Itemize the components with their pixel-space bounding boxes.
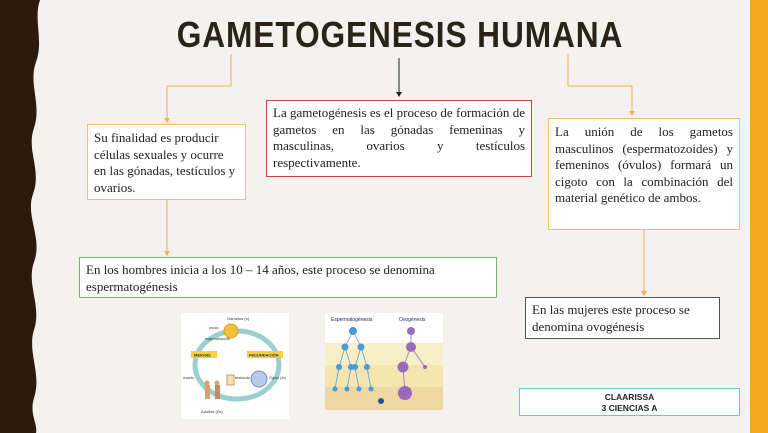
tree-label-ovogenesis: Ovogénesis: [399, 317, 426, 323]
slide-title: GAMETOGENESIS HUMANA: [176, 14, 624, 55]
box-mujeres: En las mujeres este proceso se denomina …: [525, 297, 720, 339]
cycle-label-ovulo: óvulo: [209, 325, 219, 330]
life-cycle-figure: Gametos (n) óvulo espermatozoide MEIOSIS…: [181, 313, 289, 419]
box-hombres: En los hombres inicia a los 10 – 14 años…: [79, 257, 497, 298]
cycle-label-cigoto: Cigoto (2n): [269, 376, 286, 380]
box-hombres-text: En los hombres inicia a los 10 – 14 años…: [86, 262, 435, 294]
decorative-left-edge: [0, 0, 40, 433]
box-union-text: La unión de los gametos masculinos (espe…: [555, 124, 733, 205]
cycle-label-meiosis: MEIOSIS: [194, 353, 211, 358]
life-cycle-diagram: Gametos (n) óvulo espermatozoide MEIOSIS…: [183, 316, 286, 414]
gametogenesis-tree-diagram: Espermatogénesis Ovogénesis: [325, 313, 443, 410]
box-finalidad: Su finalidad es producir células sexuale…: [87, 124, 246, 200]
box-definicion-text: La gametogénesis es el proceso de formac…: [273, 105, 525, 170]
cycle-label-testiculo: testículo: [235, 375, 251, 380]
box-definicion: La gametogénesis es el proceso de formac…: [266, 100, 532, 177]
author-credit: CLAARISSA 3 CIENCIAS A: [519, 388, 740, 416]
box-union: La unión de los gametos masculinos (espe…: [548, 118, 740, 230]
cycle-label-gametos: Gametos (n): [227, 316, 250, 321]
cycle-label-adultos: Adultos (2n): [201, 409, 223, 414]
box-finalidad-text: Su finalidad es producir células sexuale…: [94, 130, 236, 195]
accent-bar-right: [750, 0, 768, 433]
author-group: 3 CIENCIAS A: [601, 403, 658, 413]
cycle-label-ovario: ovario: [183, 375, 195, 380]
box-mujeres-text: En las mujeres este proceso se denomina …: [532, 302, 690, 334]
cycle-label-espermatozoide: espermatozoide: [205, 337, 230, 341]
gametogenesis-tree-figure: Espermatogénesis Ovogénesis: [325, 313, 443, 410]
cycle-label-fecundacion: FECUNDACIÓN: [249, 353, 279, 358]
author-name: CLAARISSA: [604, 392, 655, 402]
tree-label-espermatogenesis: Espermatogénesis: [331, 317, 373, 323]
